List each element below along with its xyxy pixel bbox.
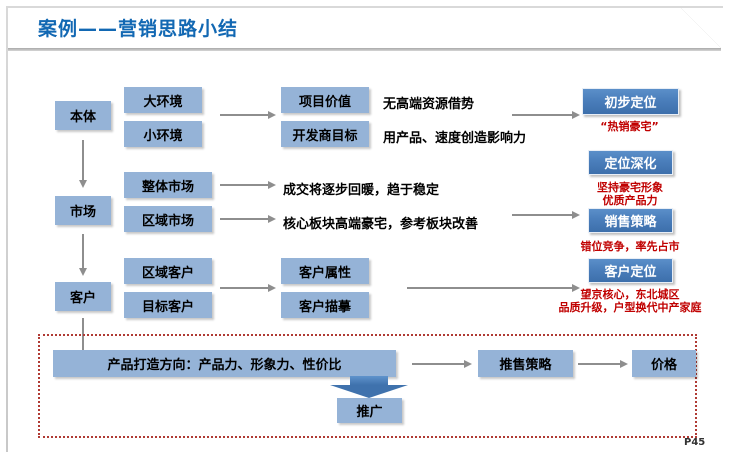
note-line-1: 坚持豪宅形象: [597, 181, 663, 194]
node-label: 客户定位: [604, 265, 657, 280]
node-label: 小环境: [143, 128, 183, 144]
node-tuiguang[interactable]: 推广: [337, 398, 402, 423]
node-label: 销售策略: [604, 215, 657, 230]
node-jiage[interactable]: 价格: [632, 350, 696, 377]
arrow-customer-to-positioning: [407, 283, 580, 293]
node-xiaoshoucelue[interactable]: 销售策略: [588, 208, 673, 233]
page-curl-highlight: [681, 8, 721, 48]
node-xiangmujiazhi[interactable]: 项目价值: [281, 87, 369, 113]
node-kehu[interactable]: 客户: [55, 282, 111, 311]
node-benti[interactable]: 本体: [55, 101, 111, 130]
node-label: 目标客户: [141, 299, 194, 315]
title-band: [8, 8, 721, 48]
node-product-direction[interactable]: 产品打造方向：产品力、形象力、性价比: [53, 350, 396, 377]
node-label: 大环境: [143, 94, 183, 110]
node-label: 价格: [650, 358, 677, 373]
arrow-customer-to-attr: [220, 283, 276, 293]
node-kehudingwei[interactable]: 客户定位: [588, 258, 673, 283]
node-quyukehu[interactable]: 区域客户: [124, 258, 212, 284]
node-label: 客户属性: [298, 265, 351, 281]
note-differentiated-competition: 错位竞争，率先占市: [580, 240, 680, 253]
node-label: 区域市场: [141, 213, 194, 229]
node-dahuanjing[interactable]: 大环境: [124, 87, 202, 113]
node-label: 产品打造方向：产品力、形象力、性价比: [107, 358, 342, 373]
node-dingweishenhua[interactable]: 定位深化: [588, 150, 673, 175]
note-hot-selling-mansion: “热销豪宅”: [600, 120, 659, 133]
page-title: 案例——营销思路小结: [38, 18, 239, 40]
node-zhengtishichang[interactable]: 整体市场: [124, 172, 212, 198]
bottom-dotted-region: [38, 334, 697, 438]
note-wangjing-core: 望京核心，东北城区 品质升级，户型换代中产家庭: [549, 288, 711, 314]
node-mubiaokehu[interactable]: 目标客户: [124, 292, 212, 318]
note-product-speed-influence: 用产品、速度创造影响力: [383, 131, 527, 146]
node-label: 整体市场: [141, 179, 194, 195]
node-label: 定位深化: [604, 157, 657, 172]
node-kehushuxing[interactable]: 客户属性: [281, 258, 369, 284]
note-keep-mansion-image: 坚持豪宅形象 优质产品力: [570, 181, 690, 207]
arrow-market-to-note1: [220, 180, 276, 190]
note-line-2: 优质产品力: [602, 194, 658, 207]
node-label: 区域客户: [141, 265, 194, 281]
note-core-plate-luxury: 核心板块高端豪宅，参考板块改善: [283, 217, 479, 232]
arrow-value-to-position: [512, 110, 580, 120]
node-label: 推广: [356, 405, 383, 420]
node-tuishoucelue[interactable]: 推售策略: [478, 350, 573, 377]
down-block-arrow-icon: [330, 376, 408, 400]
arrow-sales-to-price: [578, 359, 628, 369]
arrow-direction-to-sales: [412, 359, 472, 369]
title-divider: [8, 48, 721, 51]
node-label: 推售策略: [499, 358, 552, 373]
node-label: 初步定位: [604, 96, 657, 111]
arrow-env-to-value: [220, 110, 276, 120]
arrow-market-to-strategy: [512, 210, 580, 220]
node-label: 客户描摹: [298, 299, 351, 315]
note-line-2: 品质升级，户型换代中产家庭: [558, 301, 702, 314]
arrow-market-to-note2: [220, 214, 276, 224]
node-label: 项目价值: [298, 94, 351, 110]
node-xiaohuanjing[interactable]: 小环境: [124, 121, 202, 147]
note-line-1: 望京核心，东北城区: [580, 288, 680, 301]
node-shichang[interactable]: 市场: [55, 196, 111, 225]
note-no-highend-resource: 无高端资源借势: [383, 97, 475, 112]
node-label: 市场: [69, 205, 96, 220]
node-label: 本体: [69, 110, 96, 125]
node-kehumiaomo[interactable]: 客户描摹: [281, 292, 369, 318]
node-label: 开发商目标: [292, 128, 358, 144]
node-label: 客户: [69, 291, 96, 306]
node-quyushichang[interactable]: 区域市场: [124, 206, 212, 232]
node-kaifashangmubiao[interactable]: 开发商目标: [281, 121, 369, 147]
page-number: P45: [684, 437, 706, 448]
note-market-warmup: 成交将逐步回暖，趋于稳定: [283, 183, 440, 198]
arrow-benti-to-shichang: [78, 140, 88, 188]
node-chubudingwei[interactable]: 初步定位: [582, 88, 679, 115]
arrow-shichang-to-kehu: [78, 234, 88, 276]
